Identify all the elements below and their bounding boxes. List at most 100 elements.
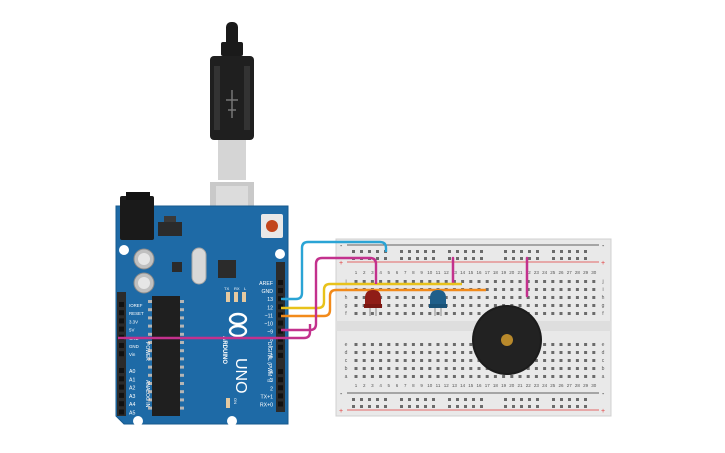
digital-pin-label: TX+1 — [260, 394, 273, 400]
digital-pin-label: ~10 — [264, 322, 273, 328]
row-letter: e — [602, 342, 605, 348]
breadboard[interactable]: - + - + - + - + 112233445566778899101011… — [335, 238, 612, 417]
column-number: 18 — [493, 383, 499, 388]
analog-pin-label: A4 — [129, 402, 135, 408]
wire-pin12[interactable] — [281, 282, 462, 310]
column-number: 30 — [591, 383, 597, 388]
mounting-hole — [133, 416, 143, 426]
column-number: 26 — [558, 270, 564, 275]
column-number: 27 — [567, 270, 573, 275]
analog-header-label: ANALOG IN — [144, 380, 150, 408]
column-number: 21 — [517, 383, 523, 388]
column-number: 15 — [468, 270, 474, 275]
digital-pin-label: 7 — [270, 346, 273, 352]
wire-pin11[interactable] — [281, 288, 486, 318]
column-number: 9 — [420, 270, 423, 275]
column-number: 11 — [436, 383, 441, 388]
row-letter: b — [345, 366, 348, 372]
column-number: 5 — [388, 270, 391, 275]
column-number: 12 — [444, 383, 450, 388]
power-pin-label: GND — [129, 344, 139, 349]
column-number: 8 — [412, 270, 415, 275]
digital-pin-label: ~9 — [267, 330, 273, 336]
mounting-hole — [119, 245, 129, 255]
analog-pin-label: A2 — [129, 386, 135, 392]
column-number: 24 — [542, 270, 548, 275]
rail-minus-label: - — [340, 243, 343, 250]
column-number: 2 — [363, 383, 366, 388]
column-number: 2 — [363, 270, 366, 275]
column-number: 26 — [558, 383, 564, 388]
piezo-buzzer[interactable] — [472, 305, 542, 375]
arduino-uno-board[interactable]: TX RX L ARDUINO UNO ON DIGITAL (PWM ~) A… — [115, 192, 289, 426]
column-number: 9 — [420, 383, 423, 388]
column-number: 6 — [396, 270, 399, 275]
wires[interactable] — [118, 240, 486, 340]
crystal-oscillator — [191, 247, 207, 285]
power-pin-label: RESET — [129, 311, 144, 316]
column-number: 22 — [526, 270, 532, 275]
wire-pin13[interactable] — [281, 240, 388, 301]
power-pin-label: Vin — [129, 352, 136, 357]
column-number: 23 — [534, 270, 540, 275]
digital-pin-label: ~3 — [267, 378, 273, 384]
arduino-logo-icon — [228, 312, 248, 338]
digital-pin-label: RX+0 — [260, 403, 273, 409]
row-letter: g — [345, 303, 348, 309]
column-number: 28 — [575, 270, 581, 275]
digital-pin-label: 8 — [270, 338, 273, 344]
row-letter: h — [345, 295, 348, 301]
rail-minus-label: - — [602, 391, 605, 398]
rail-plus-label: + — [339, 260, 343, 267]
column-number: 10 — [427, 270, 433, 275]
row-letter: a — [602, 374, 605, 380]
column-number: 5 — [388, 383, 391, 388]
analog-pin-label: A0 — [129, 369, 135, 375]
column-number: 12 — [444, 270, 450, 275]
rail-minus-label: - — [340, 391, 343, 398]
analog-pin-label: A5 — [129, 411, 135, 417]
digital-pin-label: ~6 — [267, 354, 273, 360]
usb-chip — [218, 260, 236, 278]
wire-gnd[interactable] — [118, 324, 312, 340]
rail-plus-label: + — [339, 408, 343, 415]
breadboard-jumpers[interactable] — [451, 256, 529, 298]
rail-minus-label: - — [602, 243, 605, 250]
row-letter: c — [345, 358, 348, 364]
led-blue[interactable] — [429, 290, 447, 316]
rx-label: RX — [234, 286, 240, 291]
column-number: 16 — [476, 270, 482, 275]
row-letter: f — [602, 311, 604, 317]
column-number: 20 — [509, 383, 515, 388]
digital-pin-label: 13 — [267, 297, 273, 303]
tx-label: TX — [224, 286, 229, 291]
power-pin-label: 5V — [129, 328, 134, 333]
column-number: 22 — [526, 383, 532, 388]
column-number: 27 — [567, 383, 573, 388]
power-pin-label: 3.3V — [129, 319, 138, 324]
digital-pin-label: 12 — [267, 305, 273, 311]
column-number: 25 — [550, 383, 556, 388]
row-letter: e — [345, 342, 348, 348]
column-number: 7 — [404, 270, 407, 275]
column-number: 8 — [412, 383, 415, 388]
column-number: 28 — [575, 383, 581, 388]
column-number: 29 — [583, 270, 589, 275]
led-red[interactable] — [364, 290, 382, 316]
column-number: 4 — [379, 270, 382, 275]
on-label: ON — [233, 398, 238, 404]
power-pin-label: IOREF — [129, 303, 143, 308]
power-jack — [120, 196, 154, 240]
digital-pin-label: 4 — [270, 370, 273, 376]
row-letter: b — [602, 366, 605, 372]
row-letter: h — [602, 295, 605, 301]
column-number: 13 — [452, 270, 458, 275]
column-number: 4 — [379, 383, 382, 388]
column-number: 3 — [371, 383, 374, 388]
column-number: 14 — [460, 383, 466, 388]
wire-pin9[interactable] — [281, 256, 378, 332]
column-number: 20 — [509, 270, 515, 275]
row-letter: i — [602, 287, 603, 293]
l-label: L — [244, 286, 247, 291]
